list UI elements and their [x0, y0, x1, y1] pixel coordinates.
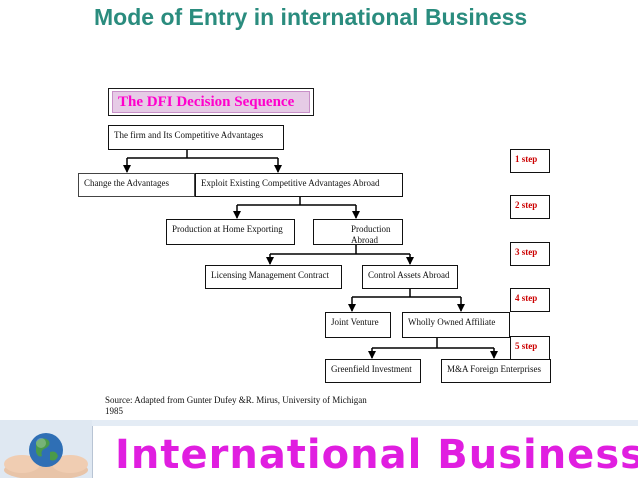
step-label-2: 2 step	[510, 195, 550, 219]
node-production-home: Production at Home Exporting	[166, 219, 295, 245]
dfi-heading-frame: The DFI Decision Sequence	[108, 88, 314, 116]
page-title: Mode of Entry in international Business	[94, 4, 528, 30]
source-note: Source: Adapted from Gunter Dufey &R. Mi…	[105, 395, 367, 416]
globe-in-hands-icon	[0, 420, 92, 478]
step-label-3: 3 step	[510, 242, 550, 266]
step-label-4: 4 step	[510, 288, 550, 312]
step-label-1: 1 step	[510, 149, 550, 173]
node-exploit-advantages: Exploit Existing Competitive Advantages …	[195, 173, 403, 197]
node-greenfield: Greenfield Investment	[325, 359, 421, 383]
footer-panel	[92, 426, 638, 478]
step-label-5: 5 step	[510, 336, 550, 360]
node-production-abroad: Production Abroad	[313, 219, 403, 245]
footer-banner: International Business	[0, 420, 638, 478]
brand-wordmark: International Business	[115, 432, 638, 478]
node-joint-venture: Joint Venture	[325, 312, 391, 338]
dfi-heading: The DFI Decision Sequence	[112, 91, 310, 113]
node-change-advantages: Change the Advantages	[78, 173, 195, 197]
node-wholly-owned: Wholly Owned Affiliate	[402, 312, 510, 338]
node-ma-foreign: M&A Foreign Enterprises	[441, 359, 551, 383]
node-licensing-contract: Licensing Management Contract	[205, 265, 342, 289]
node-control-assets: Control Assets Abroad	[362, 265, 458, 289]
connector-lines	[123, 150, 498, 359]
node-firm-advantages: The firm and Its Competitive Advantages	[108, 125, 284, 150]
